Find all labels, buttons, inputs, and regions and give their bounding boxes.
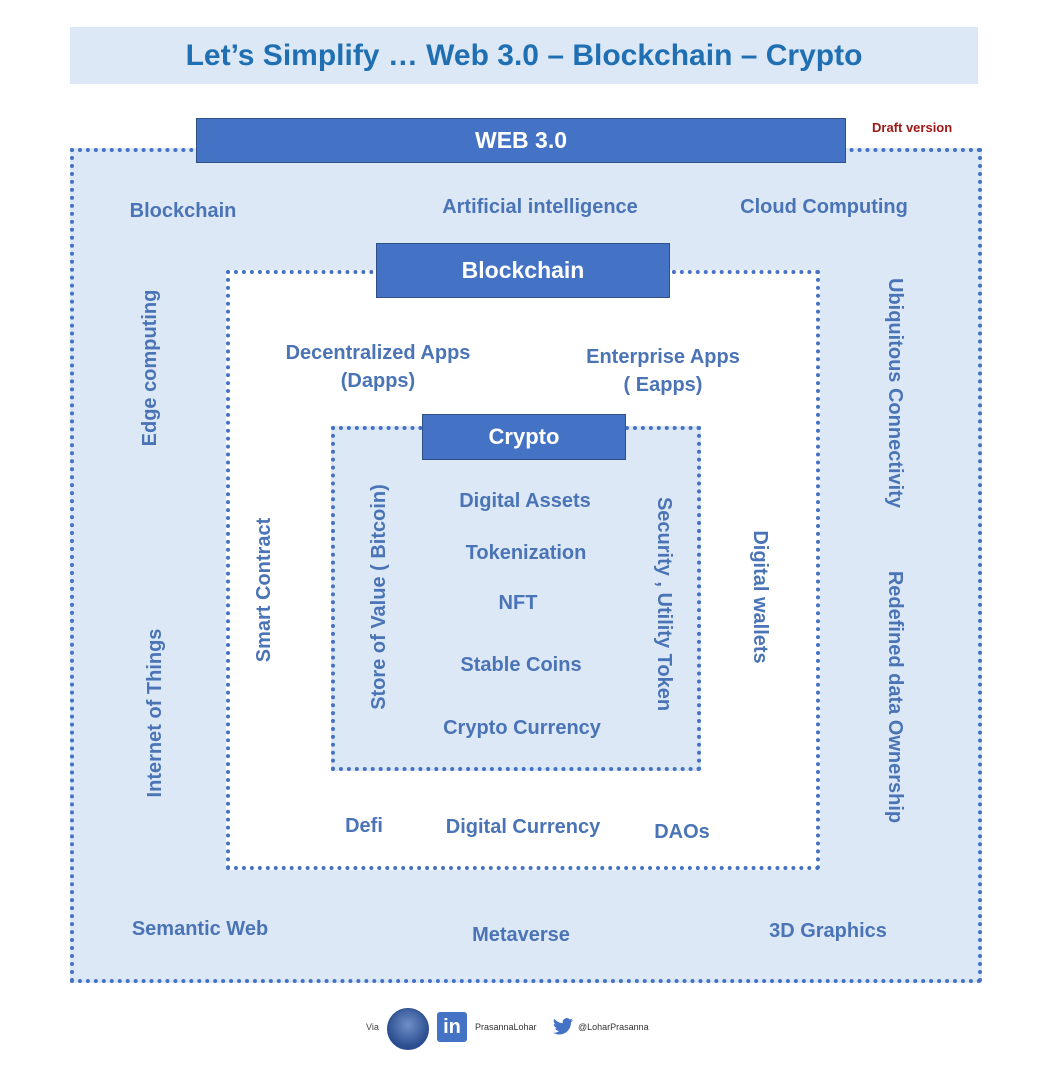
label-semantic-web: Semantic Web: [131, 918, 269, 940]
label-nft: NFT: [498, 592, 538, 614]
label-enterprise-apps: Enterprise Apps ( Eapps): [586, 343, 740, 399]
label-cloud-computing: Cloud Computing: [740, 196, 908, 218]
page-title: Let’s Simplify … Web 3.0 – Blockchain – …: [185, 38, 863, 72]
draft-note: Draft version: [872, 120, 953, 135]
linkedin-logo-text: in: [443, 1015, 461, 1038]
label-redefined-data-ownership: Redefined data Ownership: [884, 570, 906, 824]
label-store-of-value: Store of Value ( Bitcoin): [368, 484, 390, 710]
linkedin-icon[interactable]: in: [437, 1012, 467, 1042]
linkedin-handle[interactable]: PrasannaLohar: [475, 1022, 537, 1032]
label-digital-currency: Digital Currency: [445, 816, 601, 838]
web3-header: WEB 3.0: [196, 118, 846, 163]
label-ubiquitous-connectivity: Ubiquitous Connectivity: [884, 278, 906, 508]
dapps-line-1: Decentralized Apps: [285, 342, 471, 364]
twitter-handle[interactable]: @LoharPrasanna: [578, 1022, 649, 1032]
label-tokenization: Tokenization: [465, 542, 587, 564]
eapps-line-1: Enterprise Apps: [586, 346, 740, 368]
label-smart-contract: Smart Contract: [253, 517, 275, 663]
label-artificial-intelligence: Artificial intelligence: [442, 196, 638, 218]
via-label: Via: [366, 1022, 379, 1032]
label-edge-computing: Edge computing: [139, 289, 161, 447]
label-internet-of-things: Internet of Things: [144, 628, 166, 798]
avatar: [387, 1008, 429, 1050]
label-digital-wallets: Digital wallets: [749, 530, 771, 664]
label-defi: Defi: [345, 815, 383, 837]
twitter-icon[interactable]: [552, 1017, 574, 1037]
footer: Via in PrasannaLohar @LoharPrasanna: [0, 1008, 1050, 1050]
crypto-box: [331, 426, 701, 771]
label-stable-coins: Stable Coins: [460, 654, 582, 676]
blockchain-header: Blockchain: [376, 243, 670, 298]
eapps-line-2: ( Eapps): [623, 374, 703, 396]
label-metaverse: Metaverse: [472, 924, 570, 946]
label-decentralized-apps: Decentralized Apps (Dapps): [286, 339, 471, 395]
label-blockchain: Blockchain: [129, 200, 237, 222]
dapps-line-2: (Dapps): [340, 370, 416, 392]
crypto-header: Crypto: [422, 414, 626, 460]
label-crypto-currency: Crypto Currency: [443, 717, 601, 739]
label-digital-assets: Digital Assets: [459, 490, 591, 512]
title-bar: Let’s Simplify … Web 3.0 – Blockchain – …: [70, 27, 978, 84]
label-3d-graphics: 3D Graphics: [769, 920, 887, 942]
label-security-utility-token: Security , Utility Token: [653, 496, 675, 712]
label-daos: DAOs: [654, 821, 710, 843]
